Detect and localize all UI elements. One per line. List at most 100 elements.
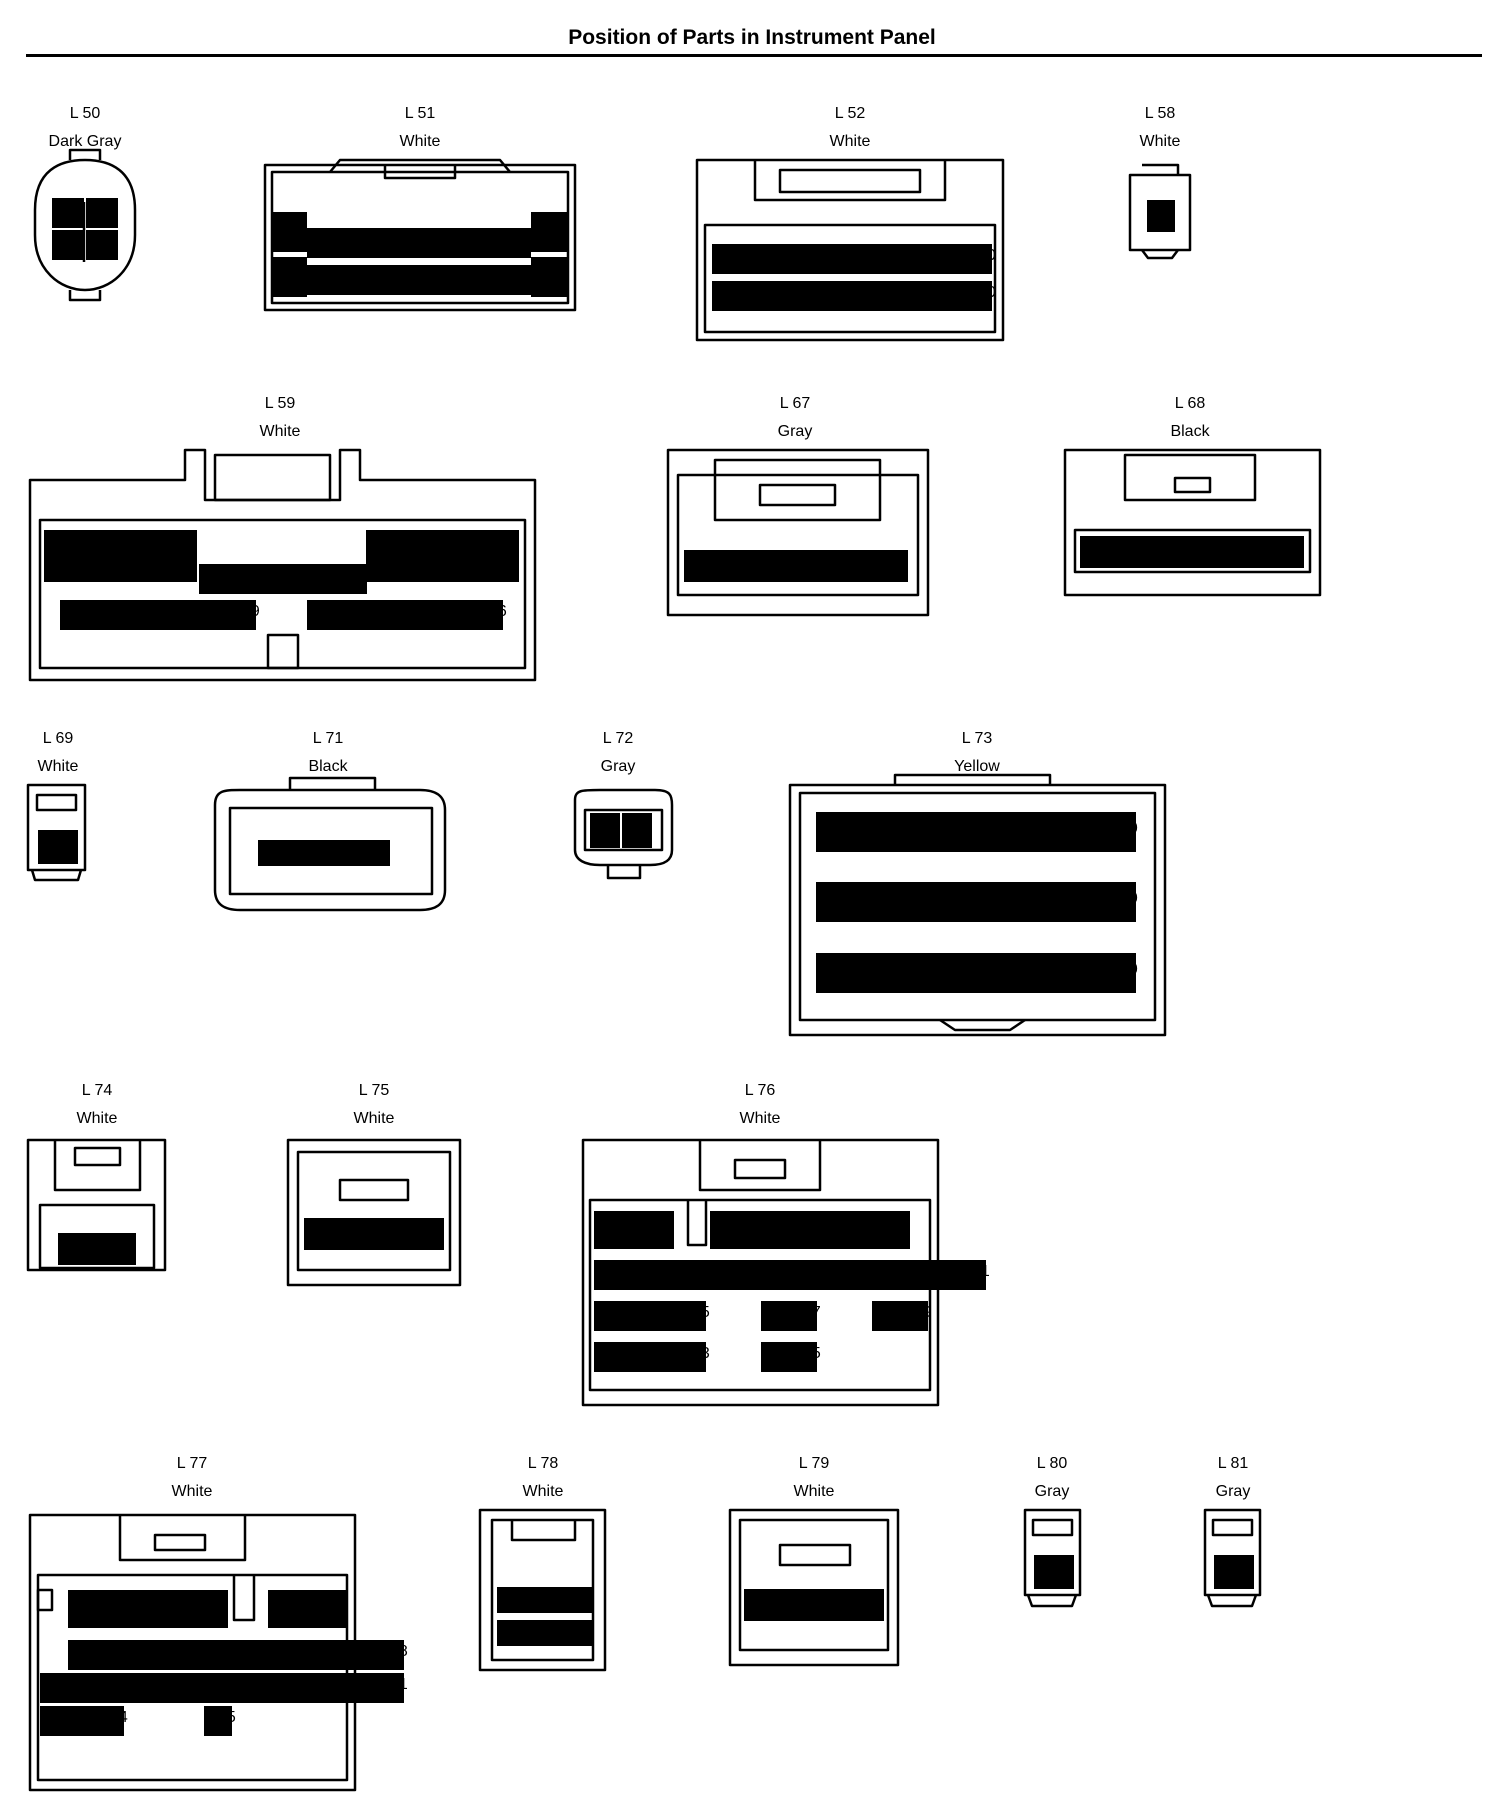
pin-number: 14 (102, 603, 120, 620)
pin-cell (768, 550, 796, 582)
pin-number: 2 (1064, 1560, 1073, 1577)
connector-id-label: L 71 (312, 730, 344, 747)
pin-cell (678, 1260, 706, 1290)
pin-cell (208, 1640, 236, 1670)
pin-cell (856, 1589, 884, 1621)
pin-number: 25 (461, 603, 479, 620)
pin-number: 19 (242, 603, 260, 620)
pin-number: 27 (803, 1304, 821, 1321)
connector-housing (38, 518, 527, 670)
connector-color-label: White (793, 1483, 835, 1500)
pin-number: 13 (74, 603, 92, 620)
pin-number: 2 (754, 247, 763, 264)
pin-cell (68, 1590, 108, 1628)
pin-cell (227, 564, 255, 594)
pin-cell (40, 1673, 68, 1703)
pin-number: 27 (278, 1676, 296, 1693)
pin-cell (684, 550, 712, 582)
connector-color-label: White (739, 1110, 781, 1127)
pin-number: 10 (166, 1643, 184, 1660)
pin-cell (790, 1211, 830, 1249)
pin-number: 2 (290, 265, 299, 282)
pin-cell (1008, 882, 1040, 922)
pin-cell (569, 1620, 593, 1646)
pin-number: 8 (241, 567, 250, 584)
pin-number: 8 (608, 1263, 617, 1280)
connector-housing (713, 458, 882, 522)
connector-housing (510, 1520, 577, 1542)
pin-number: 13 (896, 890, 914, 907)
connector-housing (1206, 1594, 1258, 1608)
pin-number: 10 (978, 247, 996, 264)
pin-cell (1040, 953, 1072, 993)
pin-number: 3 (754, 554, 763, 571)
connector-housing (213, 453, 332, 502)
pin-number: 32 (664, 1345, 682, 1362)
pin-cell (880, 244, 908, 274)
connector-housing (588, 1198, 932, 1392)
pin-number: 5 (357, 841, 365, 858)
pin-cell (521, 1587, 545, 1613)
pin-cell (796, 281, 824, 311)
pin-cell (828, 1589, 856, 1621)
connector-housing (1203, 1508, 1262, 1597)
connector-housing (581, 1138, 940, 1407)
pin-number: 10 (297, 567, 315, 584)
pin-number: 18 (922, 284, 940, 301)
pin-number: 33 (692, 1345, 710, 1362)
pin-number: 15 (130, 603, 148, 620)
pin-number: 16 (334, 1643, 352, 1660)
pin-cell (734, 1260, 762, 1290)
pin-number: 5 (810, 1218, 819, 1235)
connector-housing (228, 806, 434, 896)
pin-cell (180, 1640, 208, 1670)
connector-housing (738, 1518, 890, 1652)
pin-cell (678, 1301, 706, 1331)
pin-number: 26 (992, 961, 1010, 978)
pin-cell (976, 812, 1008, 852)
pin-cell (447, 228, 475, 258)
pin-cell (320, 1640, 348, 1670)
connector-housing (490, 1518, 595, 1662)
pin-cell (363, 265, 391, 295)
pin-cell (292, 1673, 320, 1703)
pin-number: 18 (390, 1643, 408, 1660)
pin-number: 18 (1056, 890, 1074, 907)
pin-cell (872, 1301, 900, 1331)
pin-cell (172, 600, 200, 630)
connector-id-label: L 78 (527, 1455, 559, 1472)
pin-number: 7 (82, 1643, 91, 1660)
pin-number: 18 (888, 1263, 906, 1280)
pin-cell (908, 281, 936, 311)
pin-cell (902, 1260, 930, 1290)
pin-number: 20 (944, 1263, 962, 1280)
pin-cell (180, 1673, 208, 1703)
pin-number: 3 (896, 820, 905, 837)
pin-number: 1 (698, 554, 707, 571)
connector-color-label: White (171, 1483, 213, 1500)
pin-cell (332, 1218, 360, 1250)
pin-cell (146, 530, 197, 582)
pin-cell (1108, 536, 1136, 568)
connector-housing (1128, 173, 1192, 252)
pin-number: 24 (194, 1676, 212, 1693)
pin-number: 1 (48, 835, 57, 852)
pin-number: 7 (890, 1218, 899, 1235)
pin-cell (650, 1260, 678, 1290)
pin-cell (944, 882, 976, 922)
pin-number: 19 (1088, 890, 1106, 907)
pin-number: 23 (896, 961, 914, 978)
connector-housing (26, 1138, 167, 1272)
pin-cell (852, 244, 880, 274)
pin-cell (376, 1673, 404, 1703)
connector-id-label: L 50 (69, 105, 101, 122)
pin-number: 23 (636, 1304, 654, 1321)
pin-cell (1040, 882, 1072, 922)
pin-number: 1 (509, 1588, 517, 1605)
pin-number: 19 (54, 1676, 72, 1693)
